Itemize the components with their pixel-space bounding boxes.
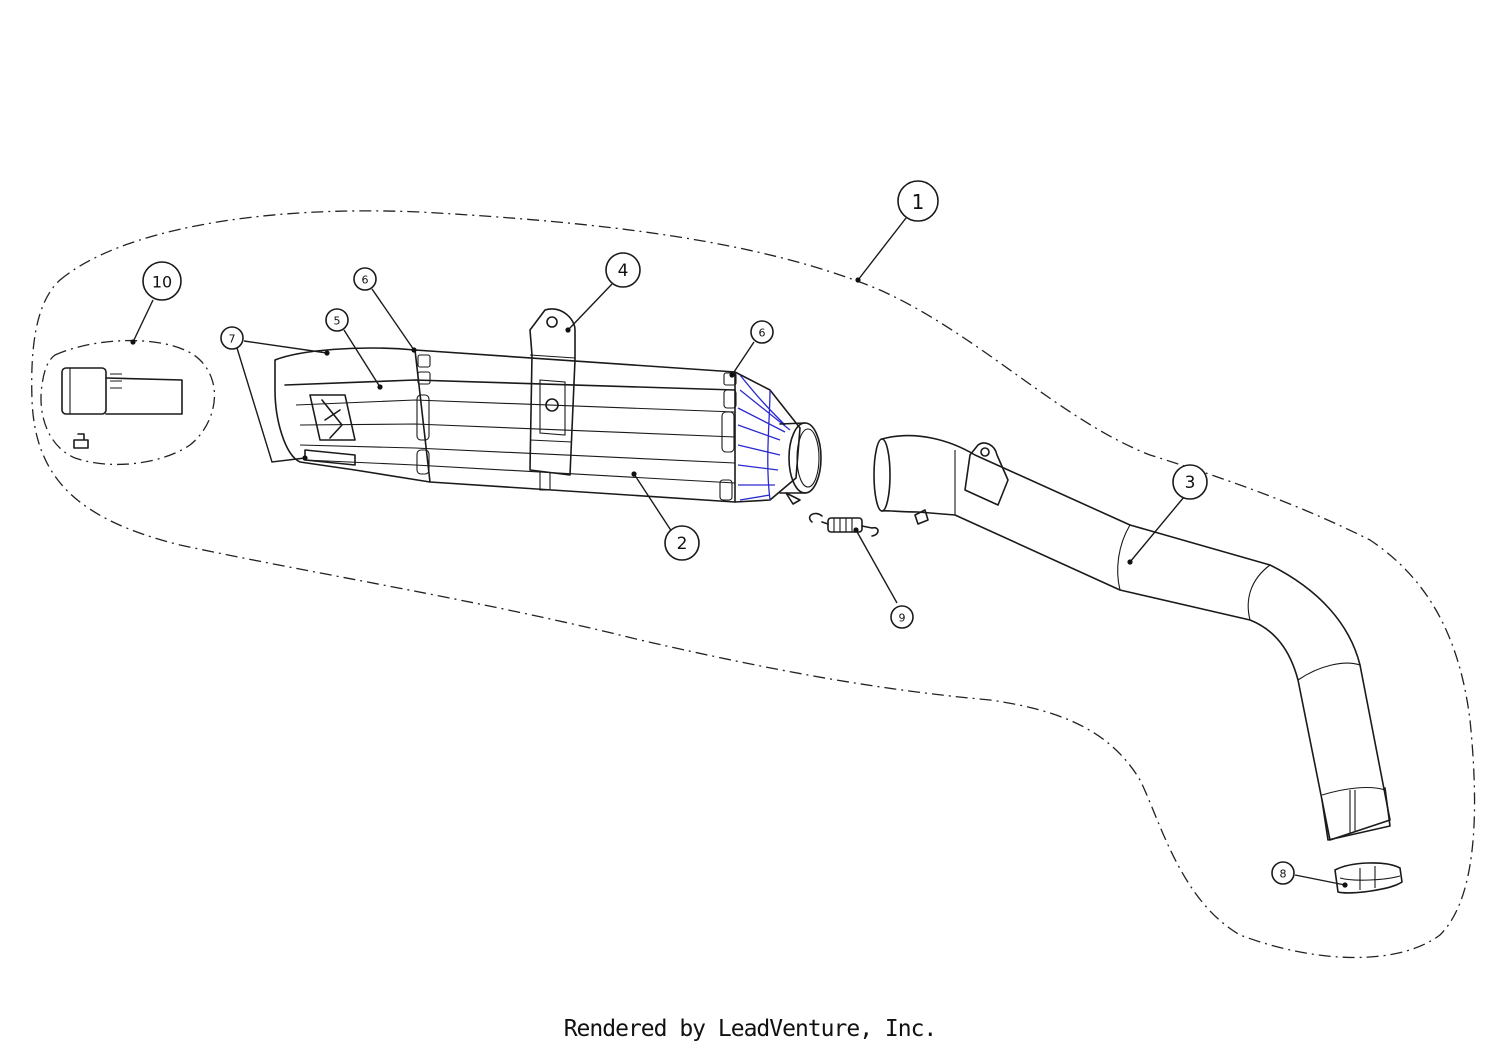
callout-7: 7 bbox=[220, 326, 244, 350]
callout-4-label: 4 bbox=[618, 261, 629, 281]
subgroup-boundary-10 bbox=[40, 339, 216, 466]
part-10-end-insert bbox=[61, 367, 183, 449]
footer-credit: Rendered by LeadVenture, Inc. bbox=[563, 1016, 938, 1042]
callout-4: 4 bbox=[605, 252, 641, 288]
callout-6b-label: 6 bbox=[759, 327, 766, 340]
callout-5-label: 5 bbox=[334, 315, 341, 328]
callout-6a: 6 bbox=[353, 267, 377, 291]
callout-9: 9 bbox=[890, 605, 914, 629]
callout-1-label: 1 bbox=[912, 190, 925, 214]
callout-5: 5 bbox=[325, 308, 349, 332]
part-8-clamp bbox=[1334, 862, 1403, 894]
part-3-link-pipe bbox=[873, 434, 1391, 841]
part-2-muffler bbox=[274, 347, 822, 505]
callout-1: 1 bbox=[897, 180, 939, 222]
callout-3: 3 bbox=[1172, 464, 1208, 500]
callout-6b: 6 bbox=[750, 320, 774, 344]
part-9-spring bbox=[808, 512, 879, 537]
callout-3-label: 3 bbox=[1185, 473, 1196, 493]
callout-9-label: 9 bbox=[899, 612, 906, 625]
callout-7-label: 7 bbox=[229, 333, 236, 346]
assembly-boundary bbox=[31, 210, 1476, 959]
part-4-mounting-bracket bbox=[529, 308, 576, 491]
callout-8: 8 bbox=[1271, 861, 1295, 885]
callout-2-label: 2 bbox=[677, 534, 688, 554]
callout-10-label: 10 bbox=[152, 273, 172, 292]
callout-6a-label: 6 bbox=[362, 274, 369, 287]
callout-10: 10 bbox=[142, 261, 182, 301]
callout-2: 2 bbox=[664, 525, 700, 561]
callout-8-label: 8 bbox=[1280, 868, 1287, 881]
leader-lines bbox=[130, 217, 1348, 888]
